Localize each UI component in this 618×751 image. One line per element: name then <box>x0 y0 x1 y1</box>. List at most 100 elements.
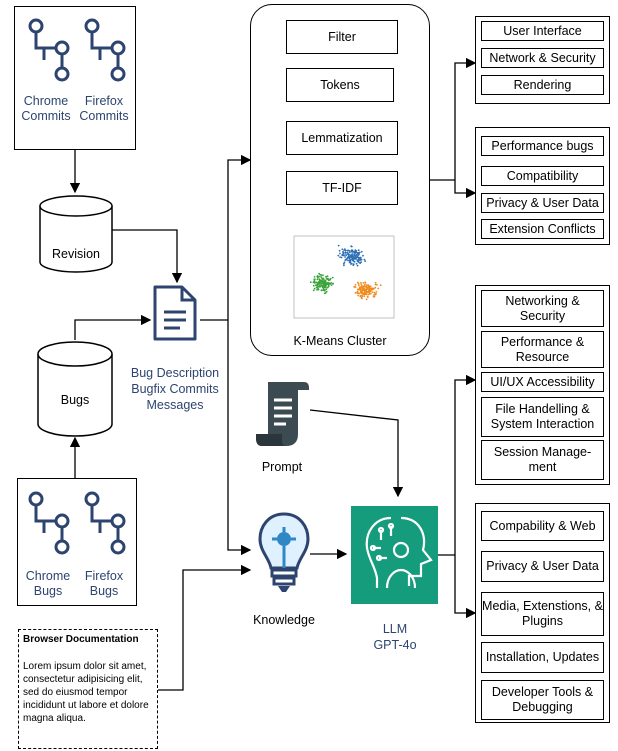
bugs-to-doc-arrow <box>74 314 152 340</box>
scatter-point <box>319 283 321 286</box>
scatter-point <box>358 284 360 287</box>
scatter-point <box>352 264 355 267</box>
scatter-point <box>337 244 340 247</box>
scatter-point <box>361 288 364 291</box>
category-installation-updates: Installation, Updates <box>481 642 604 673</box>
scatter-point <box>325 283 328 286</box>
bugs-label: Bugs <box>60 393 90 407</box>
scatter-point <box>365 284 368 287</box>
prompt-to-llm-arrow <box>309 409 404 498</box>
scatter-point <box>364 281 367 284</box>
scatter-point <box>346 256 349 259</box>
scatter-point <box>315 286 318 289</box>
scatter-point <box>325 275 328 278</box>
git-branch-icon <box>84 491 126 555</box>
scatter-point <box>373 291 376 294</box>
scatter-point <box>350 245 353 247</box>
scatter-point <box>312 289 315 292</box>
scatter-point <box>364 293 366 296</box>
llm-block <box>351 506 438 604</box>
scatter-point <box>353 253 356 256</box>
category-media-extensions-plugins: Media, Extenstions, & Plugins <box>481 592 604 636</box>
scatter-point <box>325 290 328 293</box>
documentation-body: Lorem ipsum dolor sit amet, consectetur … <box>23 661 149 724</box>
git-branch-icon <box>28 491 70 555</box>
scatter-point <box>317 287 319 290</box>
scatter-point <box>358 292 361 295</box>
knowledge-lightbulb-icon <box>258 512 310 592</box>
scatter-point <box>357 288 360 291</box>
scatter-point <box>347 259 349 262</box>
scatter-point <box>354 292 357 294</box>
scatter-point <box>350 250 353 253</box>
scatter-point <box>374 283 377 286</box>
scatter-point <box>353 260 356 263</box>
firefox-bugs-label: Firefox Bugs <box>84 569 124 598</box>
chrome-bugs-label: Chrome Bugs <box>25 569 71 598</box>
llm-to-group2-arrow <box>454 555 477 619</box>
scatter-point <box>364 283 366 286</box>
scatter-point <box>372 288 374 290</box>
scatter-point <box>332 282 334 285</box>
scatter-point <box>339 252 341 255</box>
scatter-point <box>319 280 322 283</box>
scatter-point <box>354 283 357 286</box>
scatter-point <box>363 292 365 294</box>
category-session-management: Session Manage-ment <box>481 440 604 480</box>
scatter-point <box>354 252 356 254</box>
scatter-point <box>316 285 319 287</box>
scatter-point <box>320 289 323 291</box>
scatter-point <box>348 250 351 252</box>
split-to-cluster-arrow <box>227 154 252 320</box>
scatter-point <box>362 282 365 284</box>
scatter-point <box>321 277 324 280</box>
prompt-scroll-icon <box>256 382 309 446</box>
category-privacy-user-data: Privacy & User Data <box>481 193 604 213</box>
revision-to-doc-arrow <box>112 229 183 284</box>
category-performance-bugs: Performance bugs <box>481 136 604 156</box>
scatter-point <box>347 252 350 255</box>
revision-label: Revision <box>52 247 100 261</box>
scatter-point <box>327 282 329 285</box>
scatter-point <box>365 285 368 288</box>
scatter-point <box>359 256 362 259</box>
doc-to-knowledge-arrow <box>158 564 252 691</box>
scatter-point <box>355 262 358 265</box>
scatter-point <box>313 276 316 278</box>
scatter-point <box>357 258 360 261</box>
category-file-handling: File Handelling & System Interaction <box>481 397 604 437</box>
scatter-point <box>372 295 375 298</box>
scatter-point <box>316 278 319 281</box>
scatter-point <box>346 249 349 252</box>
ai-head-icon <box>365 516 433 589</box>
scatter-point <box>376 283 378 286</box>
scatter-point <box>366 291 369 294</box>
scatter-point <box>354 257 357 260</box>
scatter-point <box>362 254 364 257</box>
scatter-point <box>362 285 365 288</box>
scatter-point <box>359 289 362 292</box>
scatter-point <box>363 295 366 298</box>
llm-to-group1-arrow <box>454 374 477 555</box>
scatter-point <box>337 254 340 257</box>
scatter-point <box>312 284 315 287</box>
pipeline-step-tfidf: TF-IDF <box>286 171 398 205</box>
chrome-commits-label: Chrome Commits <box>21 94 71 123</box>
bug-description-label: Bug Description Bugfix Commits Messages <box>130 366 220 412</box>
scatter-point <box>367 284 370 287</box>
scatter-point <box>365 288 368 291</box>
scatter-point <box>313 287 316 290</box>
scatter-point <box>344 251 347 254</box>
scatter-point <box>353 285 356 288</box>
scatter-point <box>348 257 351 260</box>
scatter-point <box>351 257 353 259</box>
category-network-security: Network & Security <box>481 48 604 68</box>
scatter-point <box>379 284 382 287</box>
scatter-point <box>358 286 361 289</box>
scatter-point <box>368 285 370 288</box>
scatter-point <box>316 275 319 277</box>
category-compatibility: Compatibility <box>481 166 604 186</box>
scatter-point <box>327 278 330 280</box>
scatter-point <box>325 288 328 290</box>
pipeline-step-filter: Filter <box>286 20 398 54</box>
